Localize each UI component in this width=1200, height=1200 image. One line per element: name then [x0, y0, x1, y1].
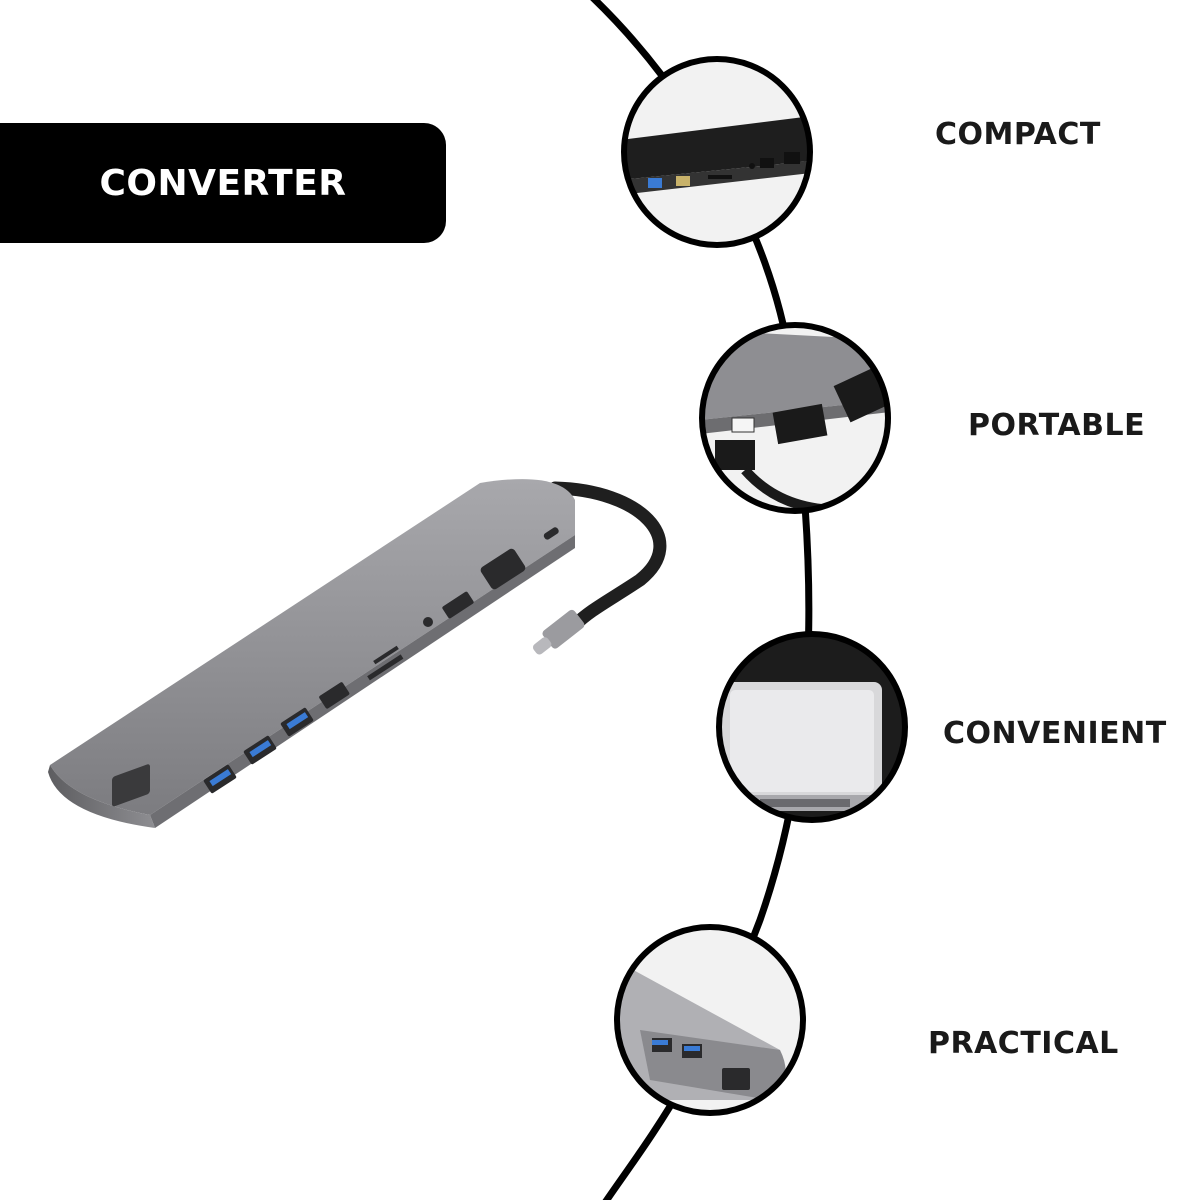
audio-jack — [423, 617, 433, 627]
usb-c-hub — [48, 479, 667, 828]
vga-port — [480, 548, 526, 590]
hub-end-cap — [48, 765, 155, 828]
hub-body — [50, 479, 575, 815]
feature-label-practical: PRACTICAL — [928, 1026, 1119, 1061]
usb-c-port — [543, 527, 559, 540]
banner-title: CONVERTER — [99, 162, 347, 204]
feature-label-portable: PORTABLE — [968, 408, 1146, 443]
ethernet-port — [112, 764, 150, 807]
hub-cable — [548, 481, 667, 632]
usb-c-plug — [532, 609, 585, 655]
hdmi-port — [442, 591, 474, 619]
feature-circle-convenient — [716, 631, 908, 823]
tf-slot — [373, 645, 399, 665]
usb3-ports — [203, 707, 314, 794]
feature-circle-portable — [699, 322, 891, 514]
sd-slot — [367, 654, 404, 681]
feature-label-convenient: CONVENIENT — [943, 716, 1167, 751]
usb2-port — [319, 682, 350, 709]
feature-circle-practical — [614, 924, 806, 1116]
feature-label-compact: COMPACT — [935, 117, 1101, 152]
feature-circle-compact — [621, 56, 813, 248]
title-banner — [0, 123, 446, 243]
